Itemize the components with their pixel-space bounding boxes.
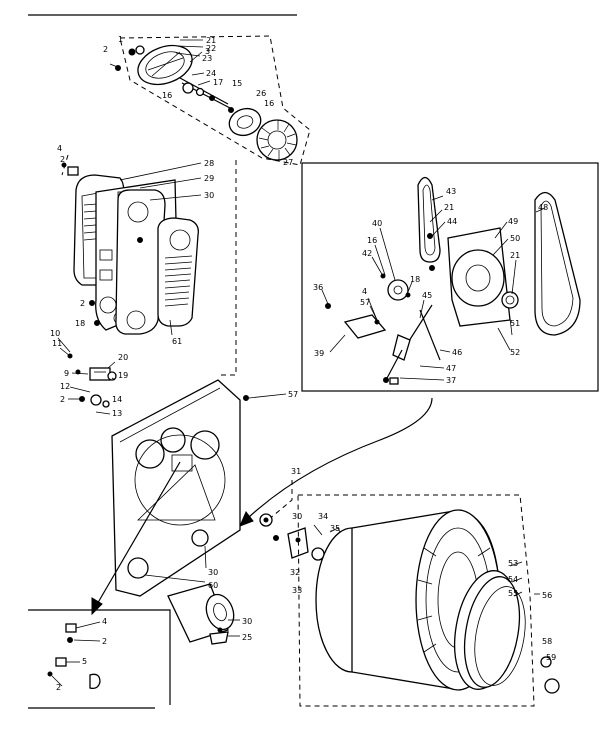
label: 28	[204, 159, 214, 168]
label: 59	[546, 653, 556, 662]
inset-detail-box	[28, 609, 171, 709]
rear-bulkhead	[111, 379, 287, 597]
label: 29	[204, 174, 214, 183]
label: 2	[60, 155, 65, 164]
label: 51	[510, 319, 520, 328]
label: 2	[60, 395, 65, 404]
thermostat-cluster	[57, 337, 117, 415]
callout-arrow-inset	[95, 461, 181, 607]
label: 5	[82, 657, 87, 666]
label: 21	[206, 36, 216, 45]
label: 2	[80, 299, 85, 308]
label: 42	[362, 249, 372, 258]
label: 31	[291, 467, 301, 476]
label: 37	[446, 376, 456, 385]
label: 39	[314, 349, 324, 358]
label: 34	[318, 512, 328, 521]
label: 2	[102, 637, 107, 646]
callout-arrow-drive-head	[239, 511, 254, 527]
front-bulkhead-assembly	[61, 154, 237, 376]
label: 23	[202, 54, 212, 63]
part-labels: 1 21 22 2 23 3 24 17 16 15 26 16 27 4 2 …	[50, 35, 556, 692]
label: 30	[208, 568, 218, 577]
label: 46	[452, 348, 462, 357]
label: 40	[372, 219, 382, 228]
label: 36	[313, 283, 323, 292]
label: 57	[360, 298, 370, 307]
label: 54	[508, 575, 518, 584]
label: 60	[208, 581, 218, 590]
label: 12	[60, 382, 70, 391]
label: 10	[50, 329, 60, 338]
label: 2	[103, 45, 108, 54]
label: 27	[283, 158, 293, 167]
label: 16	[264, 99, 274, 108]
label: 4	[362, 287, 367, 296]
label: 4	[57, 144, 62, 153]
label: 61	[172, 337, 182, 346]
label: 58	[542, 637, 552, 646]
label: 45	[422, 291, 432, 300]
label: 49	[508, 217, 518, 226]
blower-assembly	[109, 35, 311, 166]
label: 3	[205, 47, 210, 56]
label: 16	[162, 91, 172, 100]
label: 9	[64, 369, 69, 378]
label: 44	[447, 217, 457, 226]
label: 32	[290, 568, 300, 577]
label: 53	[508, 559, 518, 568]
label: 24	[206, 69, 216, 78]
label: 20	[118, 353, 128, 362]
label: 43	[446, 187, 456, 196]
label: 33	[292, 586, 302, 595]
label: 21	[444, 203, 454, 212]
label: 30	[242, 617, 252, 626]
label: 52	[510, 348, 520, 357]
label: 2	[56, 683, 61, 692]
label: 15	[232, 79, 242, 88]
label: 13	[112, 409, 122, 418]
label: 30	[204, 191, 214, 200]
label: 14	[112, 395, 122, 404]
label: 22	[206, 44, 216, 53]
drive-motor	[167, 583, 240, 645]
callout-arrow-inset-head	[91, 597, 103, 616]
label: 19	[118, 371, 128, 380]
dryer-drum	[297, 494, 560, 707]
label: 4	[102, 617, 107, 626]
callout-arrow-drive	[247, 397, 433, 519]
label: 30	[292, 512, 302, 521]
label: 11	[52, 339, 62, 348]
drive-assembly-box	[301, 162, 599, 392]
label: 21	[510, 251, 520, 260]
label: 50	[510, 234, 520, 243]
label: 57	[288, 390, 298, 399]
label: 16	[367, 236, 377, 245]
label: 55	[508, 589, 518, 598]
label: 56	[542, 591, 552, 600]
label: 26	[256, 89, 266, 98]
label: 35	[330, 524, 340, 533]
label: 18	[75, 319, 85, 328]
label: 17	[213, 78, 223, 87]
label: 47	[446, 364, 456, 373]
label: 25	[242, 633, 252, 642]
label: 18	[410, 275, 420, 284]
label: 48	[538, 203, 548, 212]
label: 1	[118, 35, 123, 44]
